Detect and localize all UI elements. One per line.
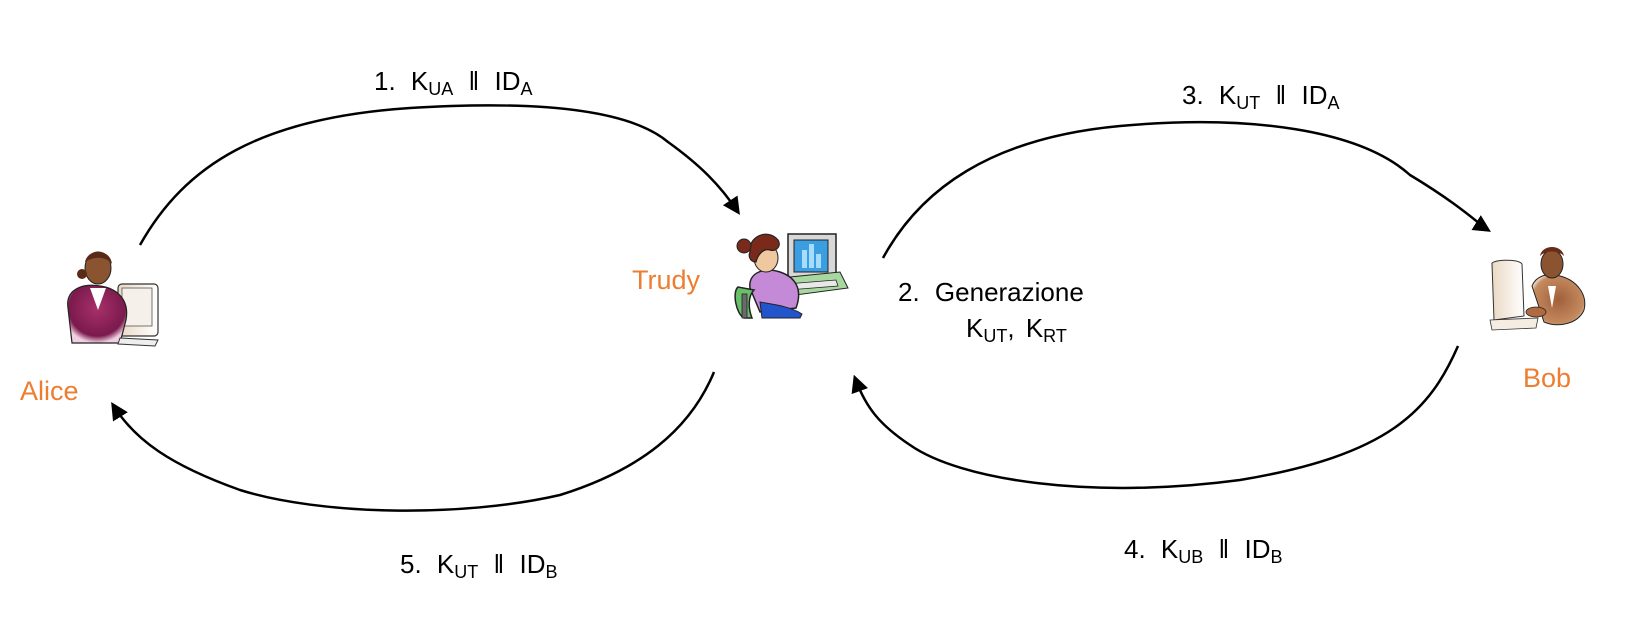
arrow-3-trudy-to-bob (881, 120, 1491, 259)
alice-label: Alice (20, 376, 79, 406)
message-3-label: 3. KUT ‖ IDA (1182, 80, 1340, 115)
message-2-label: 2. Generazione (898, 277, 1084, 307)
arrow-5-trudy-to-alice (111, 371, 716, 512)
message-2-keys: KUT, KRT (966, 313, 1067, 346)
bob-icon (1489, 247, 1586, 331)
alice-icon (67, 251, 159, 347)
message-4-label: 4. KUB ‖ IDB (1124, 534, 1283, 569)
trudy-label: Trudy (632, 265, 701, 295)
trudy-icon (734, 233, 849, 319)
bob-label: Bob (1523, 363, 1571, 393)
arrow-1-alice-to-trudy (138, 104, 740, 246)
arrow-4-bob-to-trudy (851, 345, 1460, 490)
message-1-label: 1. KUA ‖ IDA (374, 66, 533, 101)
message-5-label: 5. KUT ‖ IDB (400, 549, 558, 584)
